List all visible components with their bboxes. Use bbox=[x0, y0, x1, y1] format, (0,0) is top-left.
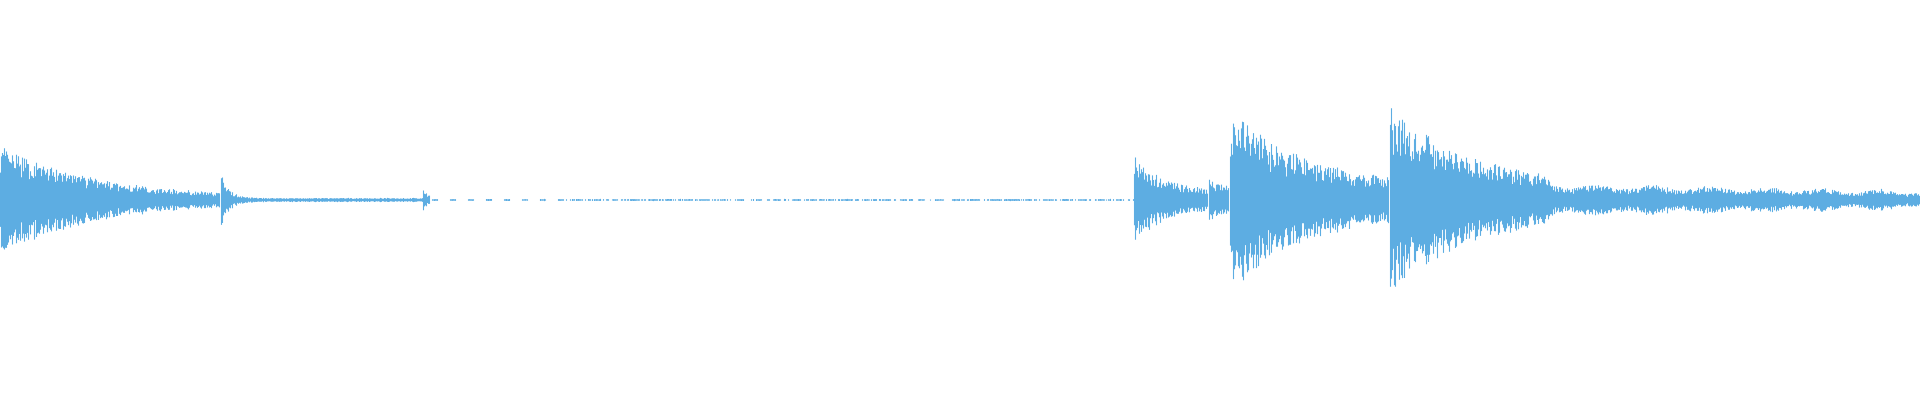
waveform-path bbox=[0, 108, 1920, 287]
